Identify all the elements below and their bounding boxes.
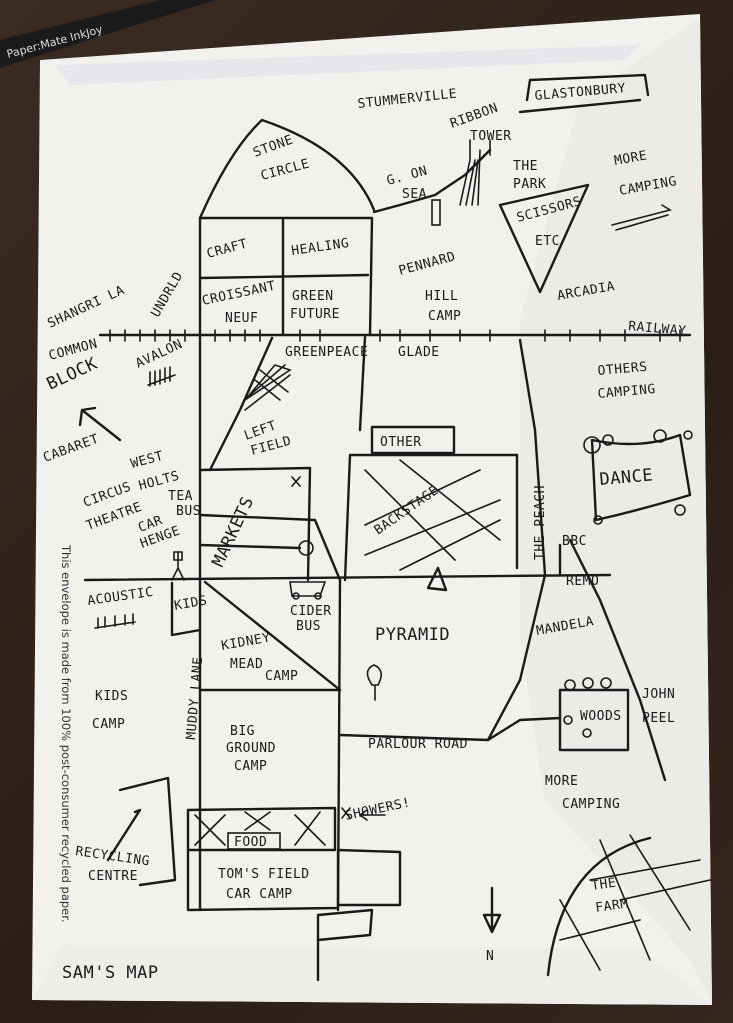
label-woods: WOODS xyxy=(580,709,622,724)
label-ribbon-tower: TOWER xyxy=(470,129,512,144)
label-other: OTHER xyxy=(380,435,422,450)
label-pennard-hill-camp: HILL xyxy=(425,289,458,304)
label-big-ground-camp: CAMP xyxy=(234,759,267,774)
label-toms-field: CAR CAMP xyxy=(226,887,293,902)
envelope-side-flap xyxy=(520,18,712,1005)
label-railway: RAILWAY xyxy=(628,319,687,339)
label-tea-bus: TEA xyxy=(168,489,193,504)
label-kids-camp: CAMP xyxy=(92,717,125,732)
label-more-camping-top: MORE xyxy=(613,148,648,169)
label-cider-bus: CIDER xyxy=(290,604,332,619)
label-more-camping-bottom: CAMPING xyxy=(562,797,620,812)
label-the-park: PARK xyxy=(513,177,546,192)
envelope-top-flap xyxy=(55,45,640,85)
label-remo: REMO xyxy=(566,574,599,589)
map-title: SAM'S MAP xyxy=(62,963,159,983)
north-label: N xyxy=(486,949,494,964)
label-kidney-mead-camp: CAMP xyxy=(265,669,298,684)
label-croissant-neuf: NEUF xyxy=(225,311,258,326)
envelope-bottom-flap xyxy=(32,945,712,1005)
label-dance: DANCE xyxy=(599,465,654,490)
label-more-camping-bottom: MORE xyxy=(545,774,578,789)
label-the-peach: THE PEACH xyxy=(533,485,548,560)
label-parlour-road: PARLOUR ROAD xyxy=(368,737,468,752)
label-food: FOOD xyxy=(234,835,267,850)
label-cider-bus: BUS xyxy=(296,619,321,634)
label-toms-field: TOM'S FIELD xyxy=(218,867,310,882)
label-kidney-mead-camp: MEAD xyxy=(230,657,263,672)
label-greenpeace: GREENPEACE xyxy=(285,345,368,360)
label-recycling-centre: CENTRE xyxy=(88,869,138,884)
label-the-farm: FARM xyxy=(594,896,629,915)
label-others-camping: CAMPING xyxy=(597,382,656,402)
label-pennard-hill-camp: CAMP xyxy=(428,309,461,324)
label-muddy-lane: MUDDY LANE xyxy=(184,656,206,740)
label-g-on-sea: SEA xyxy=(402,187,427,202)
label-pyramid: PYRAMID xyxy=(375,625,450,645)
label-glade: GLADE xyxy=(398,345,440,360)
label-big-ground-camp: GROUND xyxy=(226,741,276,756)
label-the-park: ETC xyxy=(535,234,560,249)
label-kids: KIDS xyxy=(173,593,208,614)
map-lines xyxy=(78,73,711,982)
label-big-ground-camp: BIG xyxy=(230,724,255,739)
label-tea-bus: BUS xyxy=(176,504,201,519)
label-others-camping: OTHERS xyxy=(597,360,648,379)
label-the-farm: THE xyxy=(590,876,617,894)
label-john-peel: PEEL xyxy=(642,711,675,726)
envelope-printed-note: This envelope is made from 100% post-con… xyxy=(59,544,73,923)
label-john-peel: JOHN xyxy=(642,687,675,702)
label-green-future: FUTURE xyxy=(290,307,340,322)
label-bbc: BBC xyxy=(562,534,587,549)
label-green-future: GREEN xyxy=(292,289,334,304)
label-kids-camp: KIDS xyxy=(95,689,128,704)
label-the-park: THE xyxy=(513,159,538,174)
